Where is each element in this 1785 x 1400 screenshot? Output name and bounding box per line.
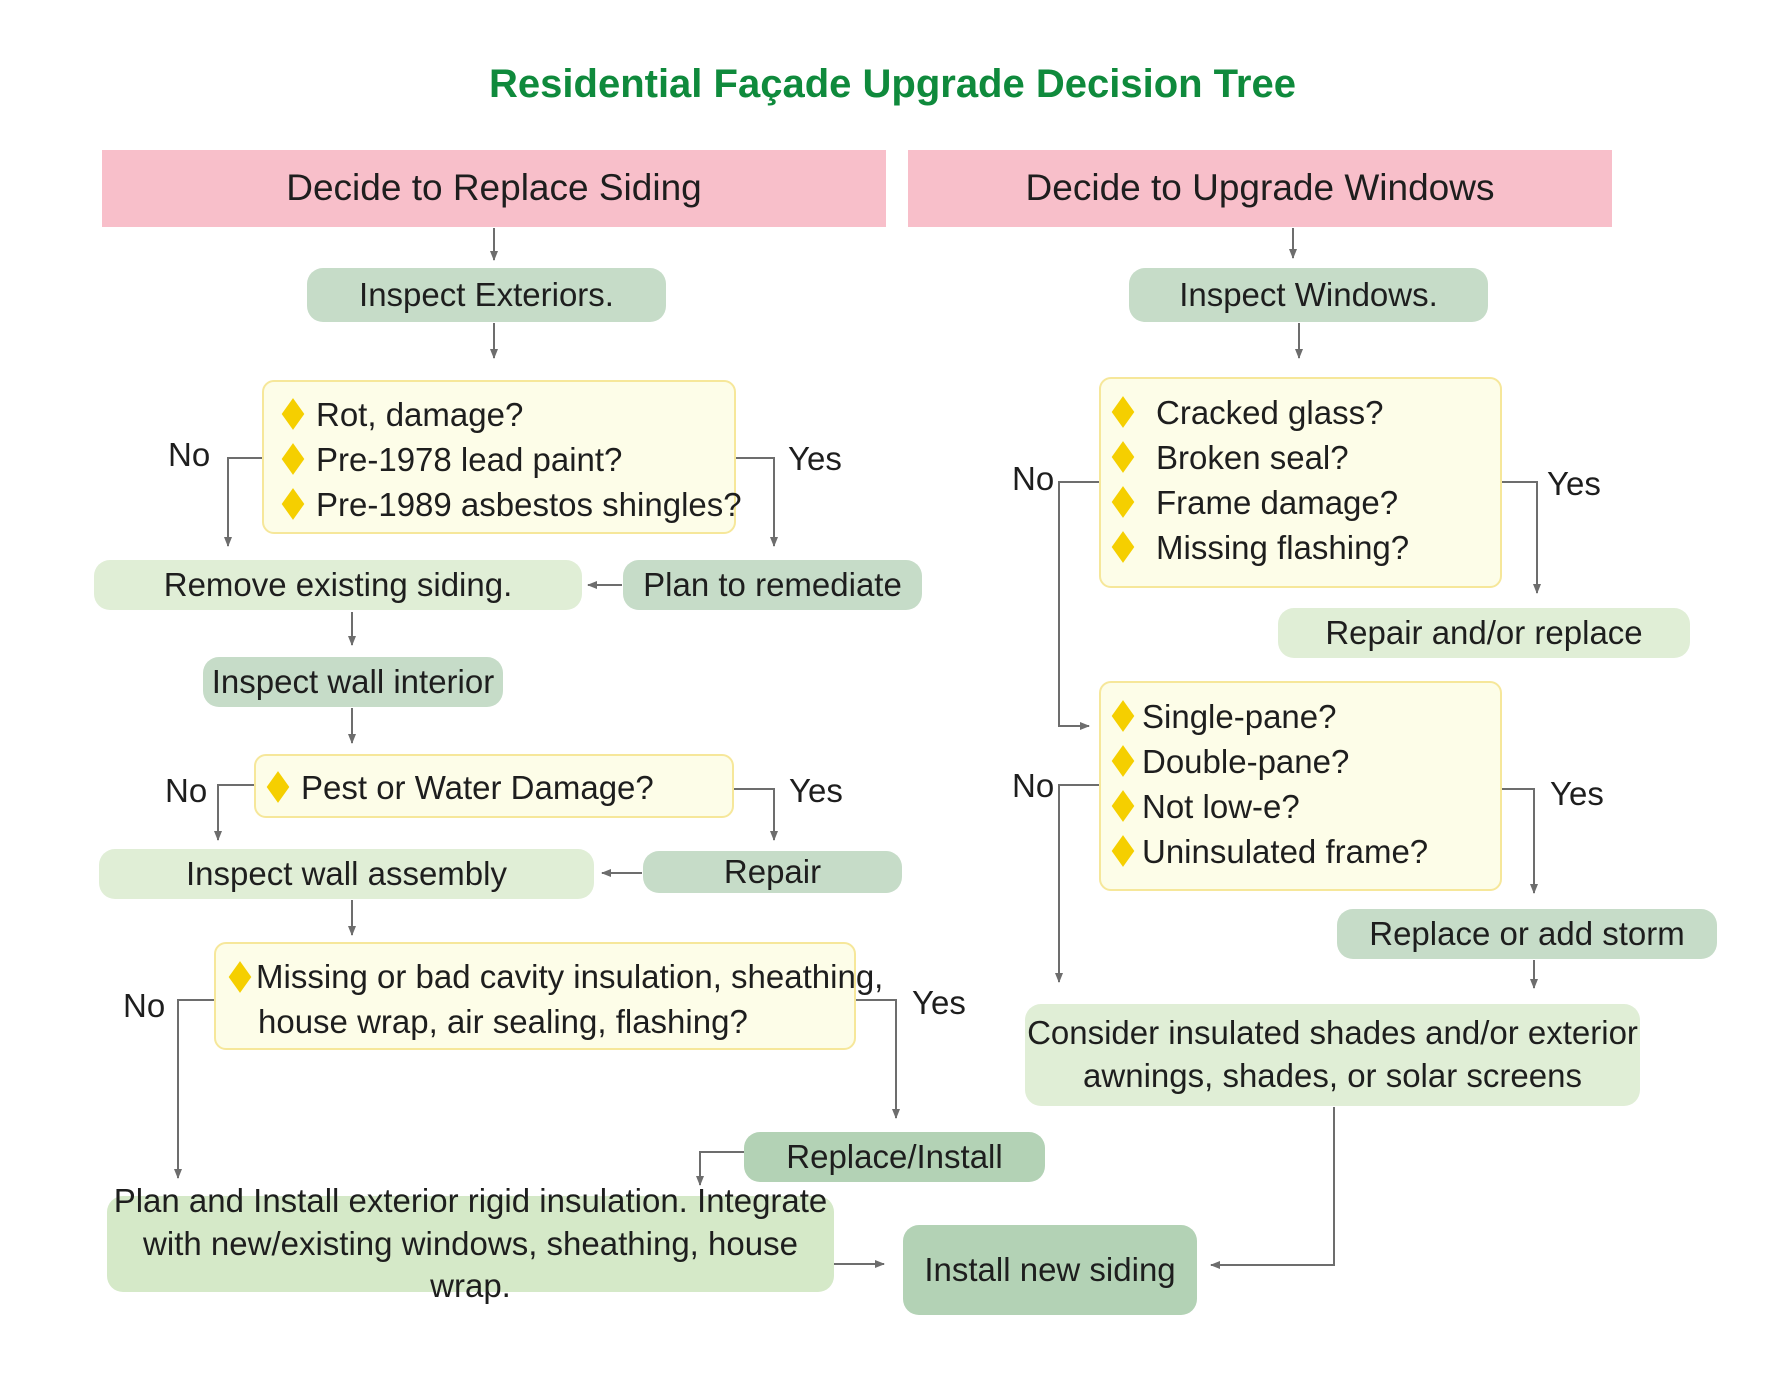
pest-water-question-box: Pest or Water Damage? xyxy=(254,754,734,818)
consider-line: awnings, shades, or solar screens xyxy=(1083,1057,1582,1094)
question-item: Pest or Water Damage? xyxy=(301,769,654,806)
window-damage-questions-box: Cracked glass? Broken seal? Frame damage… xyxy=(1099,377,1502,588)
no-label: No xyxy=(123,987,166,1024)
connector-arrow xyxy=(1502,481,1541,594)
consider-line: Consider insulated shades and/or exterio… xyxy=(1027,1014,1638,1052)
windows-header-label: Decide to Upgrade Windows xyxy=(1025,167,1495,209)
repair-replace-box: Repair and/or replace xyxy=(1278,608,1690,658)
no-label: No xyxy=(1012,460,1055,497)
inspect-windows-label: Inspect Windows. xyxy=(1179,275,1438,313)
inspect-exteriors-box: Inspect Exteriors. xyxy=(307,268,666,322)
repair-replace-label: Repair and/or replace xyxy=(1325,613,1643,651)
install-new-siding-box: Install new siding xyxy=(903,1225,1197,1315)
connector-arrow xyxy=(214,784,254,841)
connector-arrow xyxy=(1502,788,1538,894)
question-item: house wrap, air sealing, flashing? xyxy=(258,1003,748,1040)
yes-label: Yes xyxy=(788,440,842,477)
no-label: No xyxy=(1012,767,1055,804)
connector-arrow xyxy=(856,999,900,1119)
plan-install-line: with new/existing windows, sheathing, ho… xyxy=(143,1224,798,1305)
inspect-exteriors-label: Inspect Exteriors. xyxy=(359,275,614,313)
remove-siding-label: Remove existing siding. xyxy=(163,565,513,603)
connector-arrow xyxy=(224,457,262,547)
question-item: Single-pane? xyxy=(1142,698,1337,735)
exterior-questions-box: Rot, damage? Pre-1978 lead paint? Pre-19… xyxy=(262,380,742,534)
siding-header: Decide to Replace Siding xyxy=(102,150,886,227)
question-item: Pre-1989 asbestos shingles? xyxy=(316,486,742,523)
connector-arrow xyxy=(1058,481,1099,730)
replace-install-label: Replace/Install xyxy=(786,1137,1003,1175)
yes-label: Yes xyxy=(789,772,843,809)
install-new-siding-label: Install new siding xyxy=(924,1250,1176,1288)
plan-install-insulation-box: Plan and Install exterior rigid insulati… xyxy=(107,1182,834,1304)
question-item: Rot, damage? xyxy=(316,396,524,433)
question-item: Cracked glass? xyxy=(1156,394,1384,431)
windows-header: Decide to Upgrade Windows xyxy=(908,150,1612,227)
question-item: Frame damage? xyxy=(1156,484,1399,521)
question-item: Broken seal? xyxy=(1156,439,1349,476)
repair-box: Repair xyxy=(643,851,902,893)
page-title: Residential Façade Upgrade Decision Tree xyxy=(489,62,1296,106)
siding-header-label: Decide to Replace Siding xyxy=(286,167,702,209)
yes-label: Yes xyxy=(1550,775,1604,812)
connector-arrow xyxy=(696,1151,744,1186)
question-item: Missing flashing? xyxy=(1156,529,1410,566)
no-label: No xyxy=(168,436,211,473)
remove-siding-box: Remove existing siding. xyxy=(94,560,582,610)
repair-label: Repair xyxy=(723,852,822,890)
plan-install-line: Plan and Install exterior rigid insulati… xyxy=(113,1181,828,1219)
connector-arrow xyxy=(174,999,214,1179)
replace-storm-box: Replace or add storm xyxy=(1337,909,1717,959)
consider-shades-box: Consider insulated shades and/or exterio… xyxy=(1025,1004,1640,1106)
question-item: Uninsulated frame? xyxy=(1142,833,1429,870)
plan-remediate-box: Plan to remediate xyxy=(623,560,922,610)
question-item: Missing or bad cavity insulation, sheath… xyxy=(256,958,884,995)
connector-arrow xyxy=(1055,784,1099,983)
inspect-wall-interior-label: Inspect wall interior xyxy=(211,662,495,700)
yes-label: Yes xyxy=(912,984,966,1021)
question-item: Pre-1978 lead paint? xyxy=(316,441,623,478)
no-label: No xyxy=(165,772,208,809)
connector-arrow xyxy=(1210,1107,1335,1269)
inspect-wall-assembly-label: Inspect wall assembly xyxy=(186,854,507,892)
connector-arrow xyxy=(734,788,778,841)
inspect-windows-box: Inspect Windows. xyxy=(1129,268,1488,322)
yes-label: Yes xyxy=(1547,465,1601,502)
replace-storm-label: Replace or add storm xyxy=(1369,914,1685,952)
cavity-question-box: Missing or bad cavity insulation, sheath… xyxy=(214,942,883,1050)
question-item: Not low-e? xyxy=(1142,788,1300,825)
question-item: Double-pane? xyxy=(1142,743,1350,780)
window-efficiency-questions-box: Single-pane? Double-pane? Not low-e? Uni… xyxy=(1099,681,1502,891)
plan-remediate-label: Plan to remediate xyxy=(643,565,902,603)
inspect-wall-assembly-box: Inspect wall assembly xyxy=(99,849,594,899)
inspect-wall-interior-box: Inspect wall interior xyxy=(203,657,503,707)
connector-arrow xyxy=(736,457,778,547)
replace-install-box: Replace/Install xyxy=(744,1132,1045,1182)
